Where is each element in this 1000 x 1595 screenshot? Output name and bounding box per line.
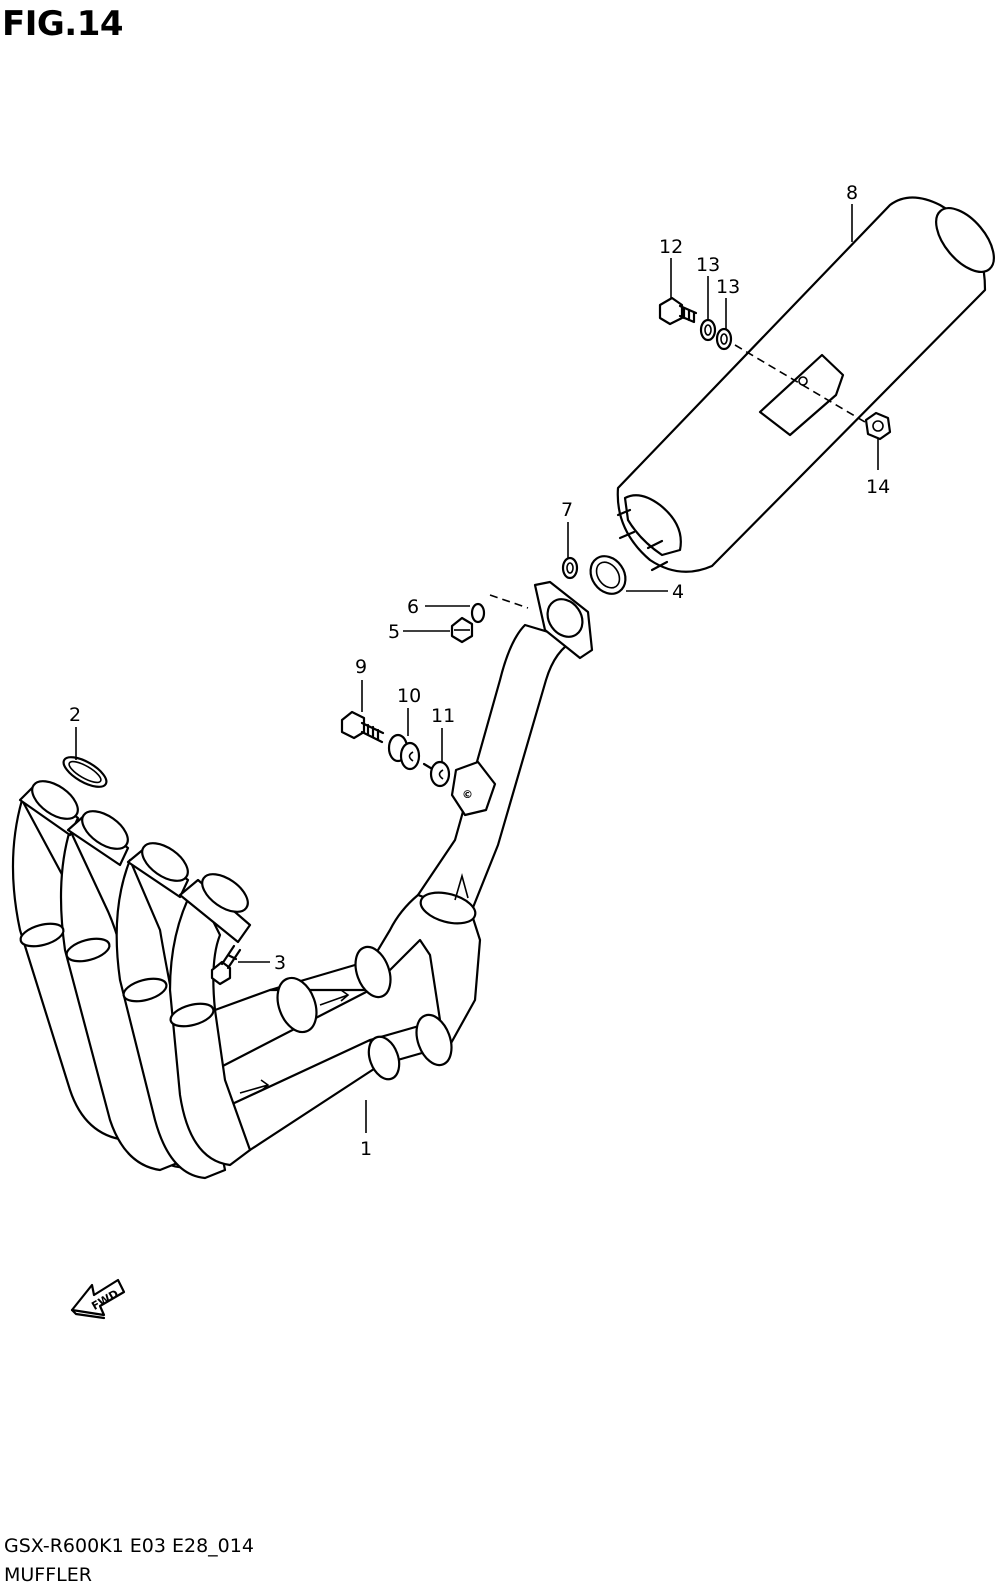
muffler-body[interactable] [616,196,1000,573]
callout-9: 9 [355,656,367,678]
callout-10: 10 [397,685,421,707]
callout-2: 2 [69,704,81,726]
diagram-name: MUFFLER [4,1564,92,1586]
callout-13b: 13 [716,276,740,298]
hanger-bolt[interactable] [340,710,385,744]
washer-13a[interactable] [699,318,717,342]
exhaust-pipe-assembly[interactable]: © [11,580,594,1180]
callout-13a: 13 [696,254,720,276]
callout-12: 12 [659,236,683,258]
muffler-gasket[interactable] [583,549,632,600]
callout-labels: 1 2 3 4 5 6 7 8 9 10 11 12 13 13 14 [69,182,890,1160]
callout-3: 3 [274,952,286,974]
svg-text:©: © [462,788,473,801]
callout-5: 5 [388,621,400,643]
diagram-code: GSX-R600K1 E03 E28_014 [4,1535,254,1557]
fwd-arrow-icon: FWD [70,1278,126,1320]
rubber-bushing[interactable] [387,733,421,771]
callout-14: 14 [866,476,890,498]
washer-13b[interactable] [715,327,733,351]
bolt-alignment-line [734,344,871,426]
callout-6: 6 [407,596,419,618]
header-stud-bolt[interactable] [210,944,242,986]
callout-11: 11 [431,705,455,727]
callout-1: 1 [360,1138,372,1160]
callout-8: 8 [846,182,858,204]
muffler-mount-bolt[interactable] [658,296,698,326]
callout-4: 4 [672,581,684,603]
leader-lines [75,204,879,1133]
header-gasket[interactable] [59,751,111,792]
callout-7: 7 [561,499,573,521]
muffler-mount-nut[interactable] [864,411,892,441]
figure-title: FIG.14 [2,4,124,44]
plug-washer[interactable] [470,602,486,624]
gasket-small[interactable] [561,556,579,580]
plug-alignment-line [489,594,529,609]
sensor-plug[interactable] [450,616,474,644]
mount-collar[interactable] [422,760,451,788]
